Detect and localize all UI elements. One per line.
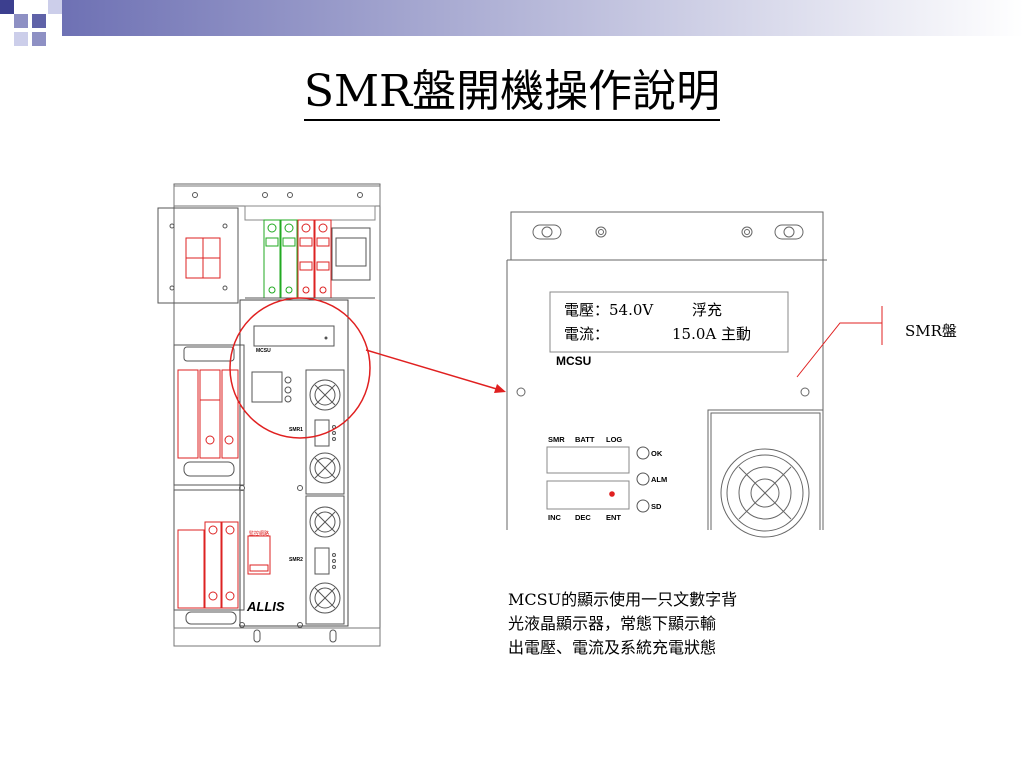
enter-led-icon <box>609 491 615 497</box>
indicator-sd: SD <box>651 502 662 511</box>
key-dec: DEC <box>575 513 591 522</box>
caption-block: MCSU的顯示使用一只文數字背 光液晶顯示器，常態下顯示輸 出電壓、電流及系統充… <box>508 588 808 660</box>
key-log: LOG <box>606 435 622 444</box>
overview-smr2-label: SMR2 <box>289 557 303 563</box>
lcd-current-label: 電流： <box>564 325 609 343</box>
lcd-voltage-text: 電壓：54.0V <box>564 301 654 319</box>
overview-monitor-label: 監控網路 <box>249 530 269 537</box>
indicator-ok: OK <box>651 449 663 458</box>
mcsu-detail <box>506 211 827 538</box>
caption-line: 光液晶顯示器，常態下顯示輸 <box>508 614 717 633</box>
corner-decoration <box>0 0 62 46</box>
key-inc: INC <box>548 513 562 522</box>
highlight-circle <box>229 297 371 439</box>
caption-line: MCSU的顯示使用一只文數字背 <box>508 590 738 609</box>
callout-leader <box>796 306 883 378</box>
lcd-current-value: 15.0A 主動 <box>672 325 751 343</box>
highlight-arrow <box>365 349 501 391</box>
arrow-head-icon <box>494 384 506 393</box>
overview-mcsu-label: MCSU <box>256 348 271 354</box>
key-ent: ENT <box>606 513 621 522</box>
panel-overview <box>157 183 381 647</box>
lcd-charge-status: 浮充 <box>692 301 722 319</box>
overview-smr1-label: SMR1 <box>289 427 303 433</box>
caption-line: 出電壓、電流及系統充電狀態 <box>508 638 717 657</box>
slide-title: SMR盤開機操作說明 <box>0 62 1024 122</box>
key-batt: BATT <box>575 435 595 444</box>
allis-logo: ALLIS <box>246 599 285 614</box>
indicator-alm: ALM <box>651 475 667 484</box>
callout-smr-label: SMR盤 <box>905 322 957 340</box>
slide-title-text: SMR盤開機操作說明 <box>303 66 721 121</box>
mcsu-module-label: MCSU <box>556 354 591 368</box>
key-smr: SMR <box>548 435 565 444</box>
header-gradient-bar <box>62 0 1024 36</box>
